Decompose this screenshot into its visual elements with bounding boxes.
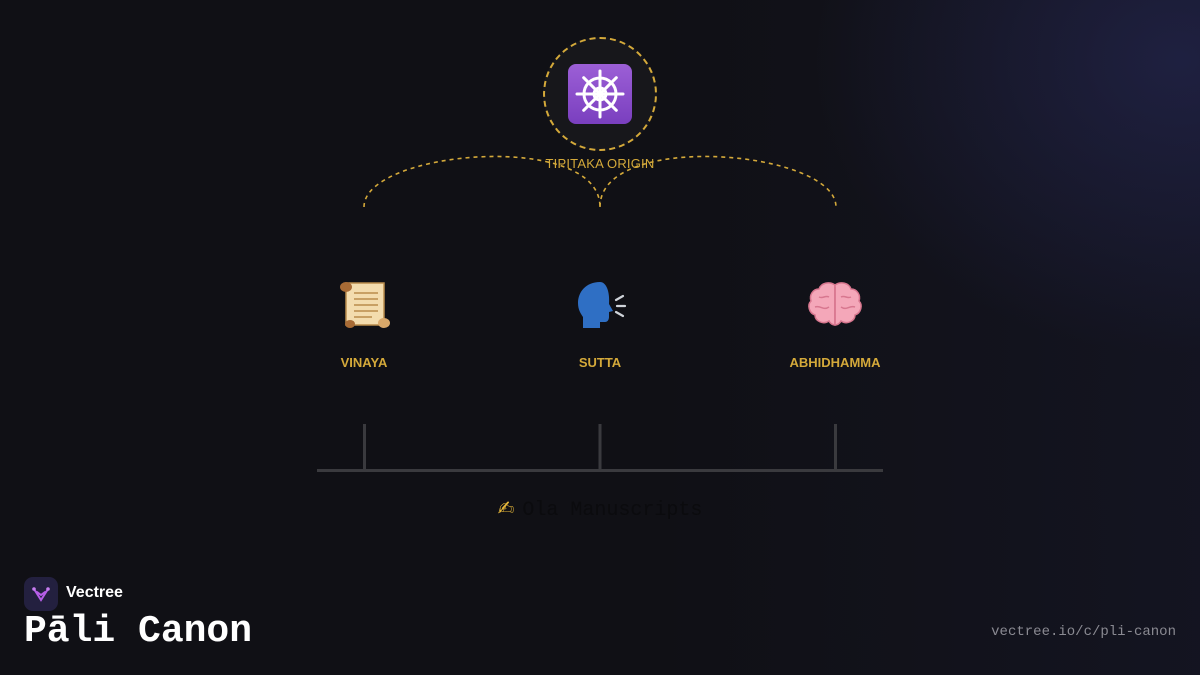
writing-hand-icon: ✍ bbox=[497, 496, 515, 520]
branch-label-vinaya: VINAYA bbox=[340, 355, 388, 370]
footer-note-text: Ola Manuscripts bbox=[522, 499, 703, 522]
dharma-wheel-icon bbox=[568, 64, 632, 124]
scroll-icon bbox=[329, 274, 399, 334]
branch-label-sutta: SUTTA bbox=[578, 355, 622, 370]
connector-arc-left bbox=[363, 155, 601, 208]
brand-logo[interactable] bbox=[24, 577, 58, 611]
brand-name: Vectree bbox=[66, 584, 123, 601]
page-title: Pāli Canon bbox=[24, 610, 253, 653]
speaking-head-icon bbox=[565, 274, 635, 334]
origin-node bbox=[543, 37, 657, 151]
page-url[interactable]: vectree.io/c/pli-canon bbox=[991, 624, 1176, 640]
brain-icon bbox=[800, 274, 870, 334]
origin-label: TIPITAKA ORIGIN bbox=[545, 156, 655, 171]
vectree-logo-icon bbox=[32, 587, 50, 602]
footer-note: ✍ Ola Manuscripts bbox=[0, 496, 1200, 522]
branch-label-abhidhamma: ABHIDHAMMA bbox=[789, 355, 881, 370]
